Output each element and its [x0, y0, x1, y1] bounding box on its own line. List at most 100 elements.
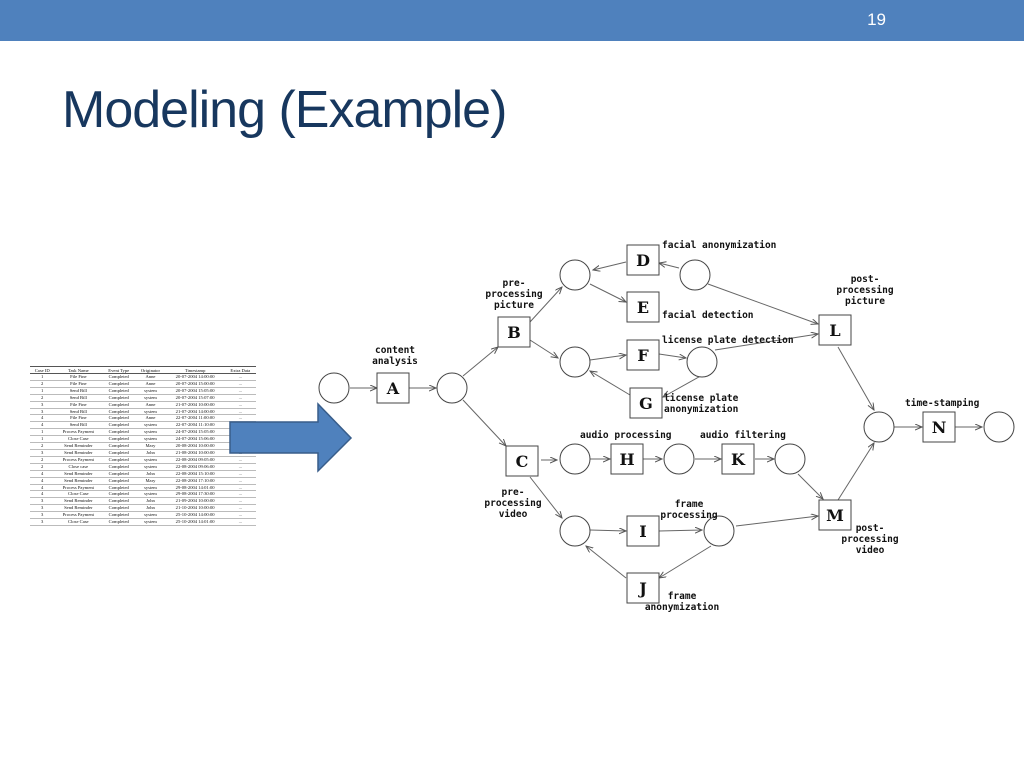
- table-cell: 29-08-2004 17:30:00: [165, 490, 225, 499]
- table-cell: ...: [224, 401, 256, 409]
- table-cell: Completed: [102, 470, 136, 478]
- task-E: E: [626, 291, 660, 323]
- table-cell: system: [135, 394, 166, 402]
- places: [318, 259, 1015, 547]
- table-cell: Send Reminder: [54, 504, 103, 513]
- discovery-arrow-icon: [229, 402, 353, 473]
- label-facial-detection: facial detection: [662, 310, 754, 321]
- table-cell: ...: [224, 408, 256, 416]
- table-cell: Anne: [135, 414, 166, 423]
- table-cell: Process Payment: [54, 511, 103, 520]
- table-cell: system: [135, 456, 166, 464]
- label-time-stamping: time-stamping: [905, 398, 980, 409]
- table-cell: Completed: [102, 401, 136, 409]
- label-license-plate-detection: license plate detection: [662, 335, 794, 346]
- task-label: D: [636, 251, 650, 270]
- table-cell: 20-07-2004 15:05:00: [165, 387, 225, 395]
- table-cell: ...: [224, 490, 256, 499]
- table-cell: John: [135, 497, 166, 506]
- table-cell: File Fine: [54, 414, 103, 423]
- task-label: J: [637, 579, 647, 598]
- table-cell: 1: [30, 387, 55, 395]
- arc: [797, 473, 823, 499]
- place: [663, 443, 695, 475]
- arc: [586, 546, 627, 579]
- arc: [589, 283, 626, 302]
- arc: [658, 353, 686, 358]
- table-cell: John: [135, 470, 166, 478]
- table-cell: Completed: [102, 463, 136, 471]
- label-audio-filtering: audio filtering: [700, 430, 786, 441]
- table-cell: File Fine: [54, 373, 103, 381]
- table-cell: John: [135, 504, 166, 513]
- table-cell: Close Case: [54, 435, 103, 444]
- table-cell: Process Payment: [54, 456, 103, 464]
- place: [686, 346, 718, 378]
- arc: [529, 287, 562, 323]
- task-label: K: [731, 450, 746, 469]
- table-cell: ...: [224, 373, 256, 381]
- table-cell: File Fine: [54, 401, 103, 409]
- place: [559, 259, 591, 291]
- place: [436, 372, 468, 404]
- task-label: G: [639, 394, 653, 413]
- arc: [837, 443, 874, 501]
- task-N: N: [922, 411, 956, 443]
- table-cell: 25-10-2004 14:01:00: [165, 518, 225, 526]
- table-cell: system: [135, 435, 166, 444]
- slide-number: 19: [867, 10, 886, 29]
- table-cell: 4: [30, 414, 55, 423]
- table-cell: Send Reminder: [54, 442, 103, 450]
- table-cell: 25-10-2004 14:00:00: [165, 511, 225, 520]
- arc: [837, 346, 874, 410]
- place: [559, 443, 591, 475]
- table-cell: system: [135, 387, 166, 395]
- table-cell: ...: [224, 380, 256, 388]
- table-cell: Process Payment: [54, 428, 103, 437]
- table-cell: Send Reminder: [54, 497, 103, 506]
- arc: [707, 283, 818, 324]
- table-cell: 21-07-2004 14:00:00: [165, 408, 225, 416]
- table-cell: ...: [224, 511, 256, 520]
- arc: [462, 399, 506, 446]
- process-arcs: [350, 262, 982, 578]
- table-cell: system: [135, 463, 166, 471]
- table-cell: 20-07-2004 15:07:00: [165, 394, 225, 402]
- table-cell: Completed: [102, 408, 136, 416]
- table-cell: Completed: [102, 414, 136, 423]
- table-cell: Process Payment: [54, 484, 103, 492]
- table-cell: 20-08-2004 10:00:00: [165, 442, 225, 450]
- table-cell: Completed: [102, 421, 136, 430]
- label-audio-processing: audio processing: [580, 430, 672, 441]
- table-cell: 1: [30, 373, 55, 381]
- arc: [590, 371, 631, 396]
- task-J: J: [626, 572, 660, 604]
- slide-title: Modeling (Example): [62, 81, 507, 139]
- table-cell: Completed: [102, 504, 136, 513]
- table-cell: Send Bill: [54, 421, 103, 430]
- task-label: A: [386, 379, 400, 398]
- task-K: K: [721, 443, 755, 475]
- task-A: A: [376, 372, 410, 404]
- table-cell: John: [135, 449, 166, 457]
- top-bar: [0, 0, 1024, 41]
- table-cell: Close Case: [54, 518, 103, 526]
- task-label: E: [637, 298, 649, 317]
- table-cell: 22-07-2004 11:10:00: [165, 421, 225, 430]
- table-cell: Send Reminder: [54, 449, 103, 457]
- event-log-column-header: Originator: [135, 366, 166, 374]
- task-D: D: [626, 244, 660, 276]
- table-cell: 3: [30, 408, 55, 416]
